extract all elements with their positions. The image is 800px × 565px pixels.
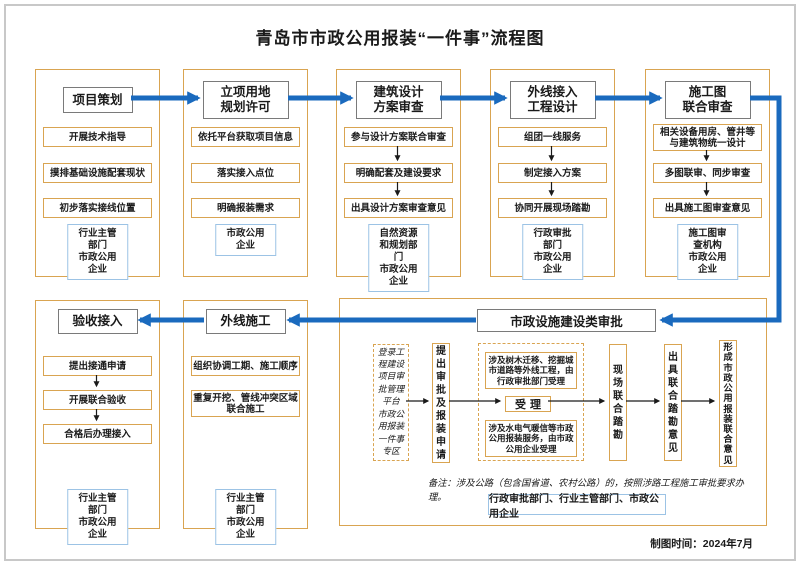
responsible-dept-box: 行业主管部门 市政公用企业 <box>66 224 129 280</box>
approval-section: 市政设施建设类审批 登录工 程建设 项目审 批管理 平台 市政公 用报装 一件事… <box>339 298 767 526</box>
responsible-dept-box: 自然资源和规划部门 市政公用企业 <box>367 224 430 292</box>
step-box: 多图联审、同步审查 <box>653 163 762 183</box>
responsible-dept-box: 施工图审查机构 市政公用企业 <box>676 224 739 280</box>
step-box: 初步落实接线位置 <box>43 198 152 218</box>
step-box: 组织协调工期、施工顺序 <box>191 356 300 376</box>
footer-caption: 制图时间：2024年7月 <box>650 538 753 550</box>
site-survey-box: 现场联合踏勘 <box>609 344 627 461</box>
responsible-dept-box: 行业主管部门 市政公用企业 <box>214 489 277 545</box>
approval-note: 备注：涉及公路（包含国省道、农村公路）的，按照涉路工程施工审批要求办理。 <box>428 478 745 503</box>
phase-header: 建筑设计 方案审查 <box>355 81 442 119</box>
accept-box: 受理 <box>505 396 551 412</box>
step-box: 开展联合验收 <box>43 390 152 410</box>
survey-opinion-box: 出具联合踏勘意见 <box>664 344 682 461</box>
phase-acceptance-access: 验收接入 提出接通申请 开展联合验收 合格后办理接入 行业主管部门 市政公用企业 <box>35 300 160 545</box>
phase-header: 验收接入 <box>57 309 138 334</box>
responsible-dept-box: 行业主管部门 市政公用企业 <box>66 489 129 545</box>
step-box: 组团一线服务 <box>498 127 607 147</box>
apply-box: 提出审批及报装申请 <box>432 343 450 463</box>
phase-outline-construction: 外线施工 组织协调工期、施工顺序 重复开挖、管线冲突区域 联合施工 行业主管部门… <box>183 300 308 545</box>
step-box: 明确报装需求 <box>191 198 300 218</box>
phase-land-planning-permit: 立项用地 规划许可 依托平台获取项目信息 落实接入点位 明确报装需求 市政公用企… <box>183 69 308 277</box>
step-box: 出具设计方案审查意见 <box>344 198 453 218</box>
phase-header: 外线施工 <box>205 309 286 334</box>
case-road-box: 涉及树木迁移、挖掘城 市道路等外线工程，由 行政审批部门受理 <box>485 352 577 389</box>
phase-outline-engineering-design: 外线接入 工程设计 组团一线服务 制定接入方案 协同开展现场踏勘 行政审批部门 … <box>490 69 615 280</box>
responsible-dept-box: 行政审批部门 市政公用企业 <box>521 224 584 280</box>
step-box: 相关设备用房、管井等 与建筑物统一设计 <box>653 124 762 151</box>
step-box: 协同开展现场踏勘 <box>498 198 607 218</box>
step-box: 重复开挖、管线冲突区域 联合施工 <box>191 390 300 417</box>
phase-construction-drawing-review: 施工图 联合审查 相关设备用房、管井等 与建筑物统一设计 多图联审、同步审查 出… <box>645 69 770 280</box>
phase-project-planning: 项目策划 开展技术指导 摸排基础设施配套现状 初步落实接线位置 行业主管部门 市… <box>35 69 160 280</box>
case-utility-box: 涉及水电气暖信等市政 公用报装服务，由市政 公用企业受理 <box>485 420 577 457</box>
case-container: 涉及树木迁移、挖掘城 市道路等外线工程，由 行政审批部门受理 受理 涉及水电气暖… <box>478 343 584 461</box>
responsible-dept-box: 市政公用企业 <box>214 224 277 256</box>
phase-header: 外线接入 工程设计 <box>509 81 596 119</box>
joint-opinion-box: 形成市政公用报装联合意见 <box>719 340 737 467</box>
step-box: 合格后办理接入 <box>43 424 152 444</box>
phase-header: 施工图 联合审查 <box>664 81 751 119</box>
step-box: 开展技术指导 <box>43 127 152 147</box>
step-box: 落实接入点位 <box>191 163 300 183</box>
step-box: 参与设计方案联合审查 <box>344 127 453 147</box>
approval-dept-box: 行政审批部门、行业主管部门、市政公用企业 <box>488 494 666 520</box>
approval-header: 市政设施建设类审批 <box>477 309 656 332</box>
step-box: 制定接入方案 <box>498 163 607 183</box>
step-box: 出具施工图审查意见 <box>653 198 762 218</box>
step-box: 依托平台获取项目信息 <box>191 127 300 147</box>
phase-header: 项目策划 <box>62 87 133 113</box>
step-box: 摸排基础设施配套现状 <box>43 163 152 183</box>
step-box: 提出接通申请 <box>43 356 152 376</box>
phase-header: 立项用地 规划许可 <box>202 81 289 119</box>
phase-design-scheme-review: 建筑设计 方案审查 参与设计方案联合审查 明确配套及建设要求 出具设计方案审查意… <box>336 69 461 292</box>
platform-entry-box: 登录工 程建设 项目审 批管理 平台 市政公 用报装 一件事 专区 <box>373 344 409 461</box>
page-title: 青岛市市政公用报装“一件事”流程图 <box>255 29 545 48</box>
step-box: 明确配套及建设要求 <box>344 163 453 183</box>
